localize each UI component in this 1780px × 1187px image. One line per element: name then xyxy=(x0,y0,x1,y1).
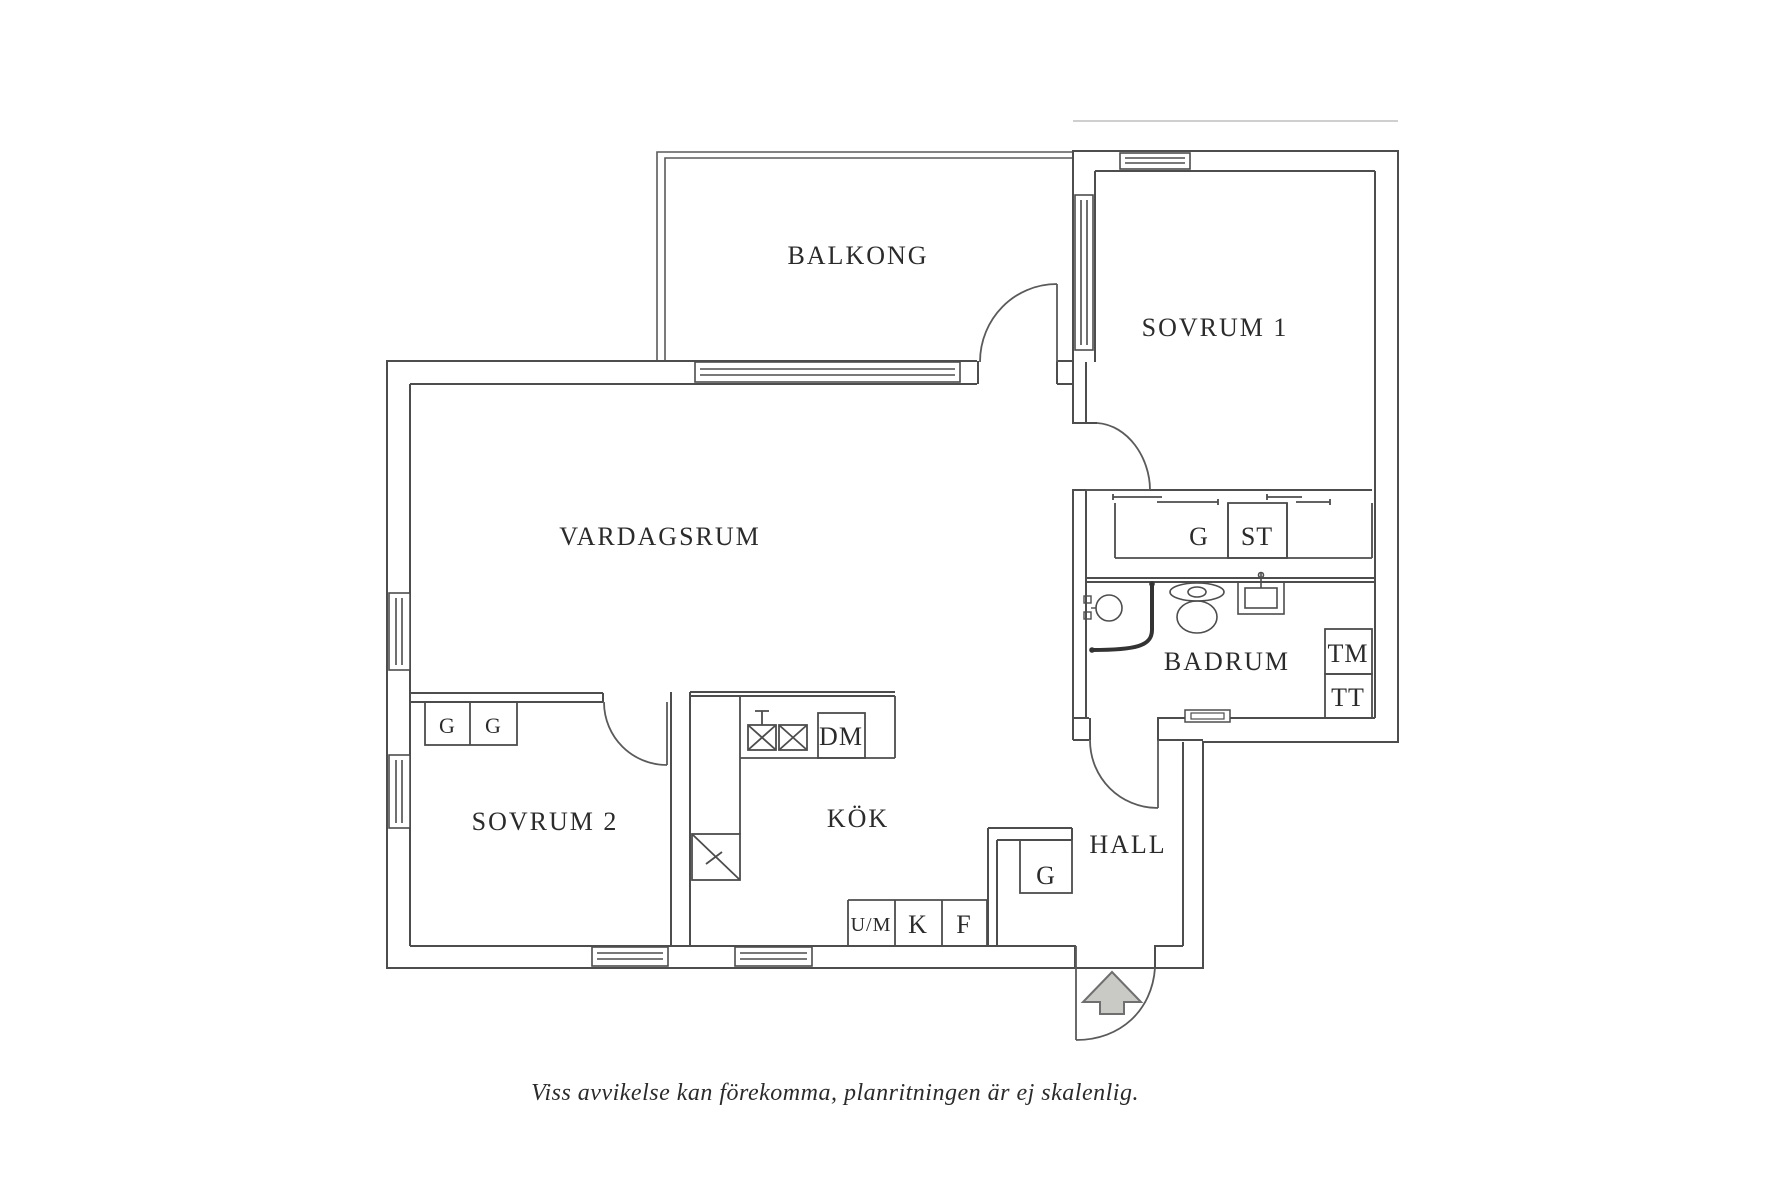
entrance-arrow-icon xyxy=(1080,970,1144,1015)
sovrum1-door-opening xyxy=(1070,424,1089,489)
sink-basin-right-cross xyxy=(778,724,808,751)
kitchen-fittings xyxy=(691,696,988,946)
window-frame xyxy=(388,754,411,829)
sovrum1-door xyxy=(1086,422,1151,491)
room-label-sovrum1: SOVRUM 1 xyxy=(1142,313,1289,342)
appliance-label-um: U/M xyxy=(851,914,892,936)
appliance-row xyxy=(847,899,988,946)
toilet-icon xyxy=(1169,582,1225,634)
closets xyxy=(424,494,1373,894)
doors xyxy=(603,283,1159,1041)
appliance-label-f: F xyxy=(956,910,971,939)
closet-label-g-sovrum2-left: G xyxy=(439,713,455,738)
appliance-label-tt: TT xyxy=(1331,683,1365,712)
shower-mount xyxy=(1083,611,1092,620)
shower-head xyxy=(1095,594,1123,622)
window-vardagsrum-left xyxy=(388,592,411,671)
closet-label-g-corridor: G xyxy=(1189,522,1209,551)
shaft-diagonal xyxy=(691,833,741,881)
appliance-label-tm: TM xyxy=(1328,639,1369,668)
window-frame xyxy=(694,361,961,383)
kitchen-tap-icon xyxy=(755,710,769,725)
appliance-label-dm: DM xyxy=(819,722,863,751)
balcony-wall-lines xyxy=(656,151,1073,361)
threshold-icon xyxy=(1184,709,1231,723)
closet-label-st: ST xyxy=(1241,522,1273,551)
window-glass xyxy=(395,760,403,823)
shower-mount xyxy=(1083,595,1092,604)
balcony-door xyxy=(979,283,1058,363)
fixture-labels: G ST TM TT G G DM U/M K F G xyxy=(439,522,1369,939)
window-sovrum1-top xyxy=(1119,152,1191,170)
closet-label-g-hall: G xyxy=(1036,861,1056,890)
shower-icon xyxy=(1083,581,1155,653)
sink-tap-knob xyxy=(1257,571,1265,579)
window-sovrum1-balcony xyxy=(1074,194,1094,351)
shaft-icon xyxy=(691,833,741,881)
entrance-door-opening xyxy=(1076,944,1154,966)
toilet-bowl xyxy=(1176,600,1218,634)
room-label-balkong: BALKONG xyxy=(787,241,928,270)
room-labels: BALKONG SOVRUM 1 VARDAGSRUM SOVRUM 2 KÖK… xyxy=(472,241,1290,859)
shower-screen-end xyxy=(1089,647,1095,653)
entrance-door xyxy=(1075,946,1156,1041)
room-label-kok: KÖK xyxy=(827,804,889,833)
window-frame xyxy=(734,946,813,967)
kitchen-sink-icon xyxy=(747,710,808,751)
shower-screen-end xyxy=(1149,581,1155,587)
sink-basin-left-cross xyxy=(747,724,777,751)
tumble-dryer-box xyxy=(1324,673,1373,719)
badrum-door-opening xyxy=(1089,716,1157,742)
room-label-hall: HALL xyxy=(1089,830,1166,859)
balcony-walls xyxy=(656,151,1073,361)
wardrobe-hall-box xyxy=(1019,839,1073,894)
window-glass xyxy=(597,952,663,960)
wardrobe-sovrum2-box xyxy=(424,701,518,746)
window-frame xyxy=(1119,152,1191,170)
window-glass xyxy=(1125,157,1185,164)
window-sovrum2-bottom xyxy=(591,946,669,967)
toilet-button xyxy=(1187,586,1207,598)
sink-basin-right xyxy=(778,724,808,751)
sovrum2-door xyxy=(603,701,668,766)
window-glass xyxy=(740,952,807,960)
cleaning-closet-box xyxy=(1227,502,1288,559)
window-kok-bottom xyxy=(734,946,813,967)
windows xyxy=(388,152,1191,967)
window-frame xyxy=(1074,194,1094,351)
badrum-door xyxy=(1089,739,1159,809)
appliance-label-k: K xyxy=(908,910,928,939)
room-label-badrum: BADRUM xyxy=(1164,647,1290,676)
shower-screen xyxy=(1090,582,1154,652)
caption: Viss avvikelse kan förekomma, planritnin… xyxy=(531,1080,1139,1106)
window-glass xyxy=(1080,200,1088,345)
door-openings xyxy=(977,357,1157,966)
outer-wall xyxy=(386,150,1399,969)
window-frame xyxy=(591,946,669,967)
bathroom-fixtures xyxy=(1083,571,1373,723)
closet-label-g-sovrum2-right: G xyxy=(485,713,501,738)
threshold-inner xyxy=(1190,712,1225,720)
dishwasher-box xyxy=(817,712,866,759)
room-label-vardagsrum: VARDAGSRUM xyxy=(559,522,761,551)
threshold-outer xyxy=(1184,709,1231,723)
room-label-sovrum2: SOVRUM 2 xyxy=(472,807,619,836)
balcony-door-opening xyxy=(977,357,1057,388)
window-glass xyxy=(700,368,955,376)
window-frame xyxy=(388,592,411,671)
sink-icon xyxy=(1237,571,1285,615)
window-glass xyxy=(395,598,403,665)
sliding-door-tracks xyxy=(1112,494,1331,505)
wall-jamb-caps xyxy=(602,361,1159,968)
window-sovrum2-left xyxy=(388,754,411,829)
window-balcony xyxy=(694,361,961,383)
shaft-box xyxy=(691,833,741,881)
